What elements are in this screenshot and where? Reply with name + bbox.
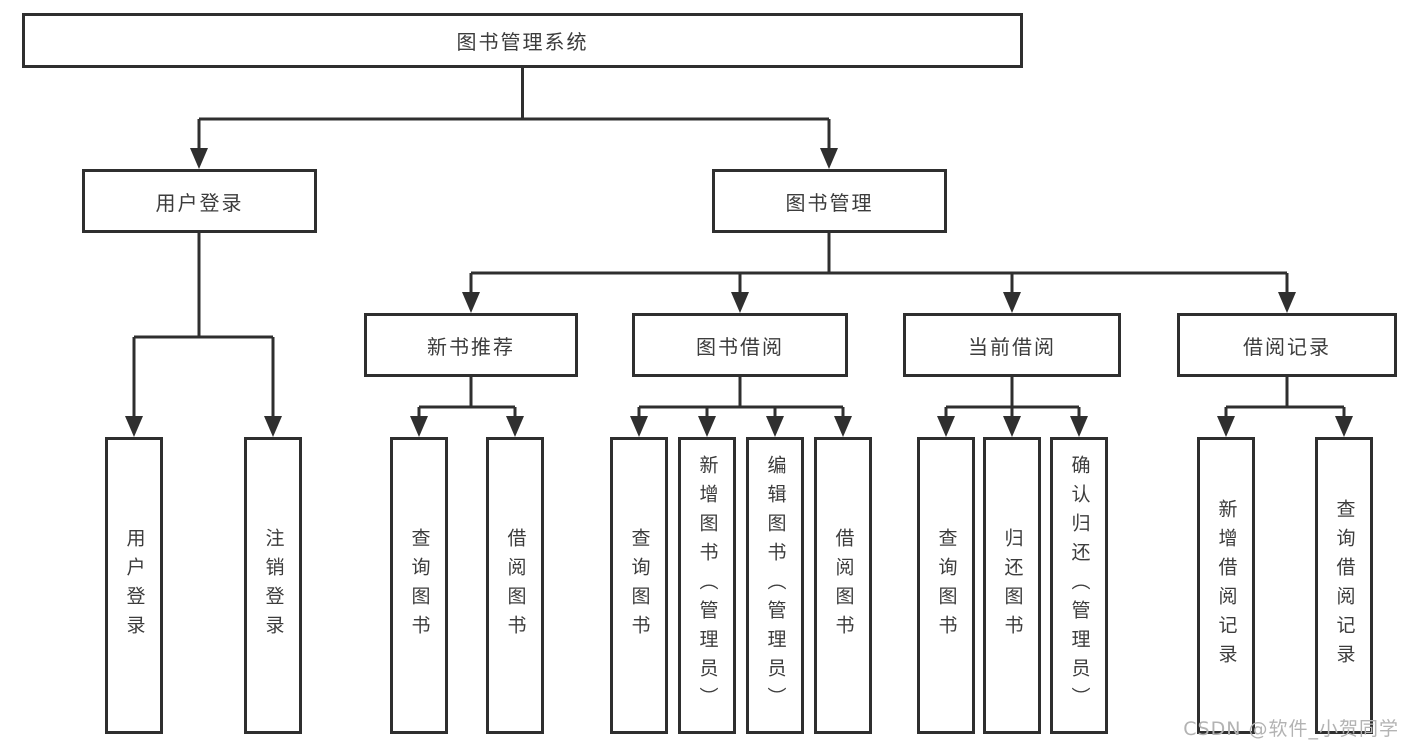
leaf-borrow-books-1: 借阅图书 xyxy=(486,437,544,734)
leaf-user-login: 用户登录 xyxy=(105,437,163,734)
leaf-label: 编辑图书（管理员） xyxy=(764,455,787,716)
node-label: 用户登录 xyxy=(155,190,244,215)
leaf-add-book-admin: 新增图书（管理员） xyxy=(678,437,736,734)
leaf-label: 归还图书 xyxy=(1001,527,1024,644)
leaf-add-borrow-record: 新增借阅记录 xyxy=(1197,437,1255,734)
node-label: 图书借阅 xyxy=(696,334,784,359)
leaf-query-books-2: 查询图书 xyxy=(610,437,668,734)
leaf-logout: 注销登录 xyxy=(244,437,302,734)
node-book-borrow: 图书借阅 xyxy=(632,313,848,377)
leaf-label: 新增图书（管理员） xyxy=(696,455,719,716)
leaf-query-books-1: 查询图书 xyxy=(390,437,448,734)
leaf-edit-book-admin: 编辑图书（管理员） xyxy=(746,437,804,734)
node-label: 当前借阅 xyxy=(968,334,1056,359)
leaf-label: 查询图书 xyxy=(935,527,958,644)
leaf-return-book: 归还图书 xyxy=(983,437,1041,734)
leaf-borrow-books-2: 借阅图书 xyxy=(814,437,872,734)
node-borrow-record: 借阅记录 xyxy=(1177,313,1397,377)
node-current-borrow: 当前借阅 xyxy=(903,313,1121,377)
node-label: 图书管理系统 xyxy=(456,30,589,54)
leaf-label: 借阅图书 xyxy=(832,527,855,644)
node-new-book-recommend: 新书推荐 xyxy=(364,313,578,377)
leaf-query-borrow-record: 查询借阅记录 xyxy=(1315,437,1373,734)
csdn-watermark: CSDN @软件_小贺同学 xyxy=(1183,718,1399,740)
leaf-label: 查询图书 xyxy=(628,527,651,644)
node-user-login: 用户登录 xyxy=(82,169,317,233)
leaf-label: 确认归还（管理员） xyxy=(1068,455,1091,716)
node-label: 借阅记录 xyxy=(1243,334,1331,359)
arrowhead-icons xyxy=(125,148,1353,437)
leaf-confirm-return-admin: 确认归还（管理员） xyxy=(1050,437,1108,734)
leaf-query-books-3: 查询图书 xyxy=(917,437,975,734)
node-label: 图书管理 xyxy=(785,190,874,215)
node-label: 新书推荐 xyxy=(427,334,515,359)
leaf-label: 借阅图书 xyxy=(504,527,527,644)
node-book-management: 图书管理 xyxy=(712,169,947,233)
node-library-management-system: 图书管理系统 xyxy=(22,13,1023,68)
leaf-label: 新增借阅记录 xyxy=(1215,498,1238,673)
leaf-label: 注销登录 xyxy=(262,527,285,644)
leaf-label: 查询图书 xyxy=(408,527,431,644)
leaf-label: 用户登录 xyxy=(123,527,146,644)
leaf-label: 查询借阅记录 xyxy=(1333,498,1356,673)
